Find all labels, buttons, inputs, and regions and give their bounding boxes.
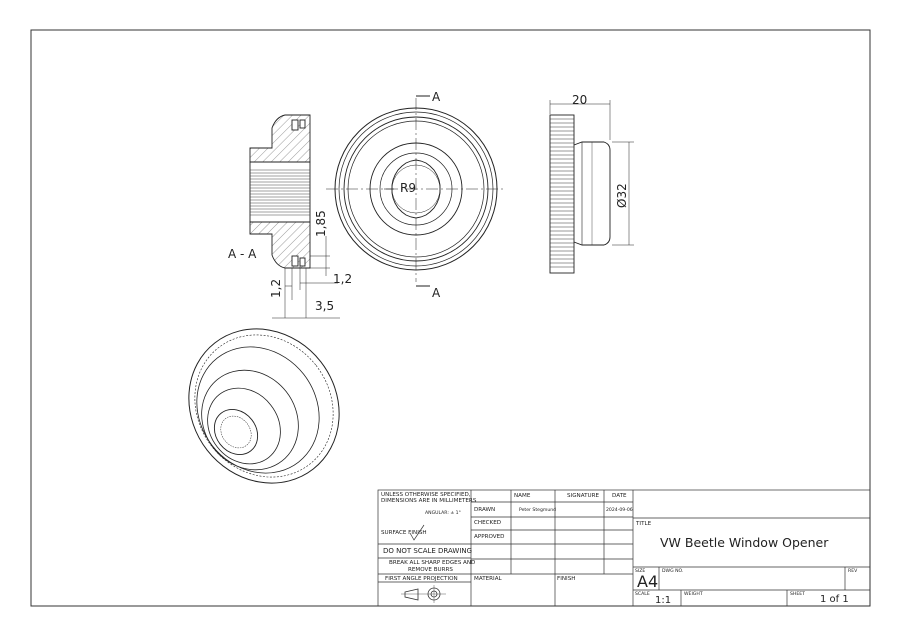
title-label: TITLE (636, 521, 652, 527)
sheet-border (30, 29, 871, 607)
row-role-checked: CHECKED (474, 520, 502, 526)
dim-overall-width: 20 (572, 93, 587, 107)
sheet-label: SHEET (790, 592, 805, 597)
cut-label-bottom: A (432, 286, 441, 300)
do-not-scale-note: DO NOT SCALE DRAWING (383, 547, 473, 555)
row-role-approved: APPROVED (474, 534, 505, 540)
rev-label: REV (848, 569, 858, 574)
dwg-no-label: DWG NO. (662, 569, 684, 574)
section-view (249, 114, 340, 319)
sheet-value: 1 of 1 (820, 594, 849, 605)
section-label: A - A (228, 247, 257, 261)
row-name-drawn: Peter Stegmund (519, 508, 557, 513)
drawing-title: VW Beetle Window Opener (660, 535, 829, 550)
projection-label: FIRST ANGLE PROJECTION (385, 576, 458, 582)
scale-label: SCALE (635, 592, 650, 597)
material-label: MATERIAL (474, 576, 502, 582)
row-role-drawn: DRAWN (474, 507, 496, 513)
finish-label: FINISH (557, 576, 576, 582)
header-name: NAME (514, 493, 531, 499)
dim-1-85: 1,85 (314, 210, 328, 237)
break-edges-line2: REMOVE BURRS (408, 567, 453, 573)
dim-1-2-left: 1,2 (269, 279, 283, 298)
scale-value: 1:1 (655, 595, 672, 606)
front-view (326, 95, 506, 287)
units-note-line2: DIMENSIONS ARE IN MILLIMETERS (381, 498, 477, 504)
isometric-view (188, 328, 340, 484)
angular-note: ANGULAR: ± 1° (425, 511, 461, 516)
header-signature: SIGNATURE (567, 493, 600, 499)
title-block-grid (377, 489, 871, 607)
cut-label-top: A (432, 90, 441, 104)
dim-1-2-right: 1,2 (333, 272, 352, 286)
dim-3-5: 3,5 (315, 299, 334, 313)
dim-radius: R9 (400, 181, 416, 195)
header-date: DATE (612, 493, 627, 499)
size-label: SIZE (635, 569, 646, 574)
weight-label: WEIGHT (684, 592, 703, 597)
row-date-drawn: 2024-09-06 (606, 508, 633, 513)
units-note-line1: UNLESS OTHERWISE SPECIFIED, (381, 492, 471, 498)
surface-finish-label: SURFACE FINISH (381, 530, 427, 536)
side-view (549, 100, 634, 274)
dim-diameter: Ø32 (615, 183, 629, 208)
break-edges-line1: BREAK ALL SHARP EDGES AND (389, 560, 476, 566)
size-value: A4 (637, 572, 659, 591)
